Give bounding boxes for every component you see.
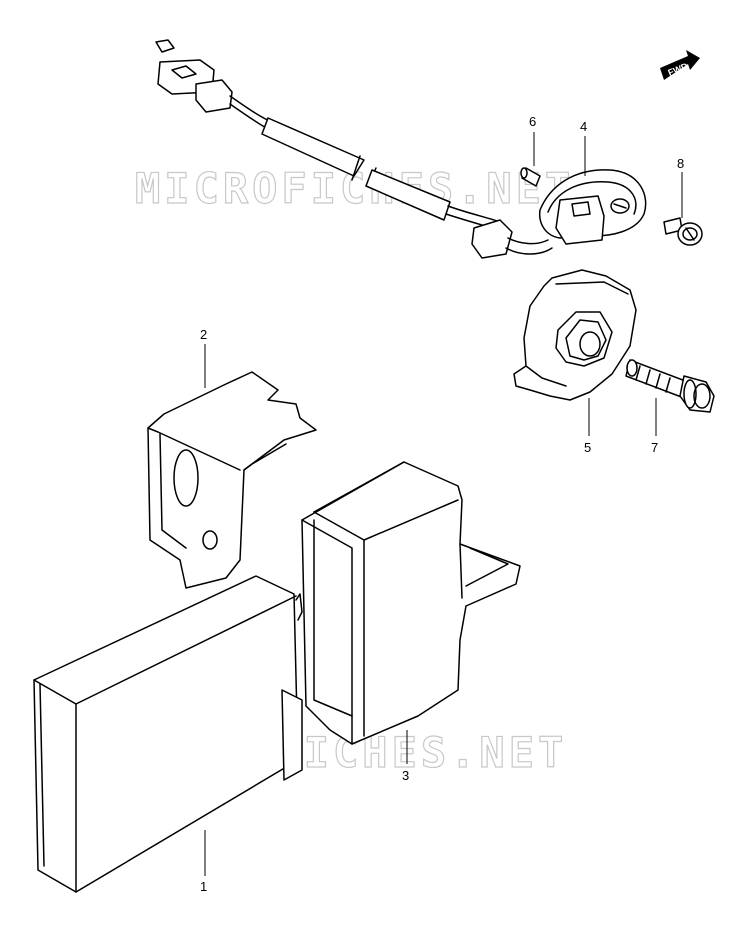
callout-4: 4 <box>580 119 587 134</box>
fwd-arrow-icon: FWD <box>660 50 700 80</box>
callout-7: 7 <box>651 440 658 455</box>
callout-5: 5 <box>584 440 591 455</box>
part-5-rotor-plate <box>513 269 637 401</box>
callout-3: 3 <box>402 768 409 783</box>
part-8-screw <box>663 217 703 246</box>
callout-8: 8 <box>677 156 684 171</box>
callout-6: 6 <box>529 114 536 129</box>
part-4-pickup-bracket <box>538 169 647 245</box>
wire-harness <box>155 39 553 259</box>
part-3-holder <box>301 461 521 745</box>
part-7-bolt <box>625 359 715 413</box>
callout-2: 2 <box>200 327 207 342</box>
part-2-bracket <box>147 371 317 589</box>
part-1-igniter-unit <box>33 575 303 893</box>
callout-1: 1 <box>200 879 207 894</box>
part-6-pin <box>520 167 541 187</box>
fwd-label: FWD <box>667 61 690 78</box>
